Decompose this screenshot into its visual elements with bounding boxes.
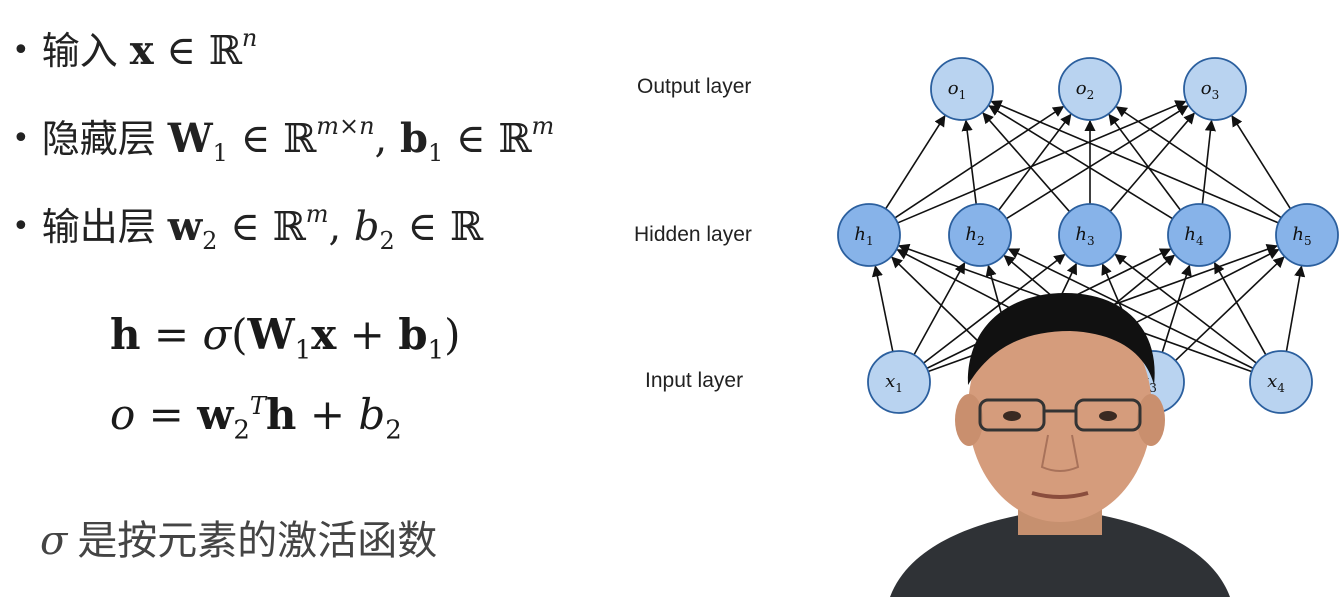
hidden-node-circle	[948, 203, 1012, 267]
bullet-dot: •	[12, 121, 30, 157]
bullet-hidden-math: W1 ∈ ℝm×n, b1 ∈ ℝm	[167, 112, 555, 168]
hidden-output-edge	[1005, 105, 1189, 220]
hidden-output-edge	[897, 100, 1187, 224]
hidden-node-h4: h4	[1167, 203, 1231, 267]
input-node-x4: x4	[1249, 350, 1313, 414]
hidden-node-circle	[1167, 203, 1231, 267]
input-node-circle	[1249, 350, 1313, 414]
input-hidden-edge	[871, 265, 894, 352]
hidden-node-circle	[1058, 203, 1122, 267]
input-hidden-edge	[1114, 253, 1257, 364]
input-hidden-edge	[1161, 264, 1192, 353]
note-text: 是按元素的激活函数	[77, 518, 438, 564]
output-node-o1: o1	[930, 57, 994, 121]
input-node-circle	[867, 350, 931, 414]
formula-hidden: h = σ(W1x + b1)	[110, 310, 461, 366]
bullet-output-label: 输出层	[41, 205, 156, 250]
hidden-layer-label: Hidden layer	[634, 223, 752, 246]
output-node-circle	[1183, 57, 1247, 121]
hidden-output-edge	[884, 115, 946, 210]
input-hidden-edge	[1285, 265, 1306, 352]
bullet-output-math: w2 ∈ ℝm, b2 ∈ ℝ	[167, 200, 484, 256]
bullet-input-label: 输入	[41, 29, 118, 74]
hidden-output-edge	[982, 112, 1071, 213]
hidden-output-edge	[1109, 112, 1195, 212]
bullet-dot: •	[12, 33, 30, 69]
hidden-output-edge	[1108, 113, 1182, 211]
hidden-output-edge	[961, 119, 978, 205]
note-sigma: σ	[40, 518, 68, 564]
input-hidden-edge	[1007, 248, 1254, 370]
formula-output: o = w2Th + b2	[110, 390, 402, 446]
output-node-circle	[1058, 57, 1122, 121]
hidden-output-edge	[998, 113, 1072, 211]
output-node-o3: o3	[1183, 57, 1247, 121]
input-node-x1: x1	[867, 350, 931, 414]
hidden-output-edge	[1201, 119, 1216, 205]
output-layer-label: Output layer	[637, 75, 752, 98]
input-hidden-edge	[1174, 256, 1285, 362]
bullet-hidden-label: 隐藏层	[41, 117, 156, 162]
bullet-dot: •	[12, 209, 30, 245]
input-hidden-edge	[923, 253, 1066, 364]
hidden-output-edge	[1231, 115, 1292, 210]
output-node-circle	[930, 57, 994, 121]
input-hidden-edge	[913, 262, 966, 356]
input-hidden-edge	[1213, 261, 1267, 356]
hidden-node-h2: h2	[948, 203, 1012, 267]
hidden-node-circle	[1275, 203, 1339, 267]
node-group: o1o2o3h1h2h3h4h5x1x2x3x4	[837, 57, 1339, 414]
hidden-output-edge	[988, 105, 1174, 220]
input-layer-label: Input layer	[645, 369, 744, 392]
hidden-output-edge	[990, 100, 1279, 224]
hidden-node-h5: h5	[1275, 203, 1339, 267]
bullet-input-math: x ∈ ℝn	[129, 24, 258, 75]
hidden-node-circle	[837, 203, 901, 267]
hidden-node-h1: h1	[837, 203, 901, 267]
output-node-o2: o2	[1058, 57, 1122, 121]
hidden-output-edge	[894, 105, 1065, 219]
hidden-output-edge	[1115, 106, 1282, 219]
hidden-node-h3: h3	[1058, 203, 1122, 267]
presenter-avatar	[890, 293, 1230, 597]
